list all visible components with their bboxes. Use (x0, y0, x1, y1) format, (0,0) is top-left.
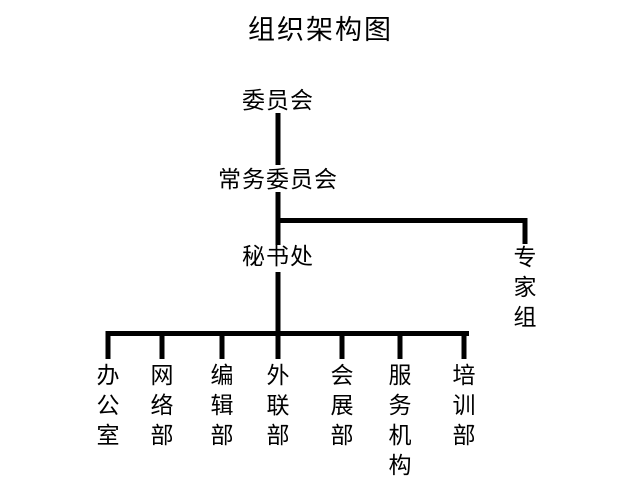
node-editorial-dept-char: 编 (210, 363, 234, 389)
node-liaison-dept-char: 外 (266, 363, 290, 389)
node-expert-group-char: 家 (513, 275, 537, 301)
node-liaison-dept: 外 联 部 (267, 361, 290, 451)
node-exhibition-dept-char: 部 (330, 423, 354, 449)
node-expert-group: 专 家 组 (514, 243, 537, 333)
node-standing-committee: 常务委员会 (218, 167, 338, 193)
node-network-dept-char: 络 (150, 393, 174, 419)
edge-standing-to-expert-bus (276, 218, 527, 223)
node-service-org-char: 务 (388, 393, 412, 419)
edge-drop-network-dept (159, 331, 165, 359)
node-office-char: 公 (96, 393, 120, 419)
edge-drop-liaison-dept (275, 331, 281, 359)
edge-drop-office (105, 331, 111, 359)
node-expert-group-char: 专 (513, 245, 537, 271)
edge-expert-drop (522, 218, 528, 244)
node-service-org-char: 服 (388, 363, 412, 389)
edge-secretariat-to-bus (275, 272, 281, 334)
edge-committee-to-standing (275, 113, 281, 165)
node-expert-group-char: 组 (513, 305, 537, 331)
node-network-dept-char: 网 (150, 363, 174, 389)
node-office-char: 办 (96, 363, 120, 389)
node-service-org: 服 务 机 构 (389, 361, 412, 481)
node-service-org-char: 机 (388, 423, 412, 449)
node-exhibition-dept-char: 展 (330, 393, 354, 419)
edge-drop-exhibition-dept (339, 331, 345, 359)
node-exhibition-dept: 会 展 部 (331, 361, 354, 451)
node-training-dept-char: 训 (452, 393, 476, 419)
node-service-org-char: 构 (388, 453, 412, 479)
node-training-dept-char: 培 (452, 363, 476, 389)
edge-drop-training-dept (461, 331, 467, 359)
node-liaison-dept-char: 联 (266, 393, 290, 419)
edge-drop-service-org (397, 331, 403, 359)
node-network-dept: 网 络 部 (151, 361, 174, 451)
node-network-dept-char: 部 (150, 423, 174, 449)
node-training-dept-char: 部 (452, 423, 476, 449)
node-editorial-dept-char: 辑 (210, 393, 234, 419)
node-editorial-dept-char: 部 (210, 423, 234, 449)
node-secretariat: 秘书处 (242, 244, 314, 270)
node-liaison-dept-char: 部 (266, 423, 290, 449)
node-committee: 委员会 (242, 88, 314, 114)
node-editorial-dept: 编 辑 部 (211, 361, 234, 451)
node-training-dept: 培 训 部 (453, 361, 476, 451)
page-title: 组织架构图 (248, 15, 393, 46)
edge-drop-editorial-dept (219, 331, 225, 359)
node-exhibition-dept-char: 会 (330, 363, 354, 389)
node-office: 办 公 室 (97, 361, 120, 451)
edge-department-bus (106, 331, 469, 336)
node-office-char: 室 (96, 423, 120, 449)
